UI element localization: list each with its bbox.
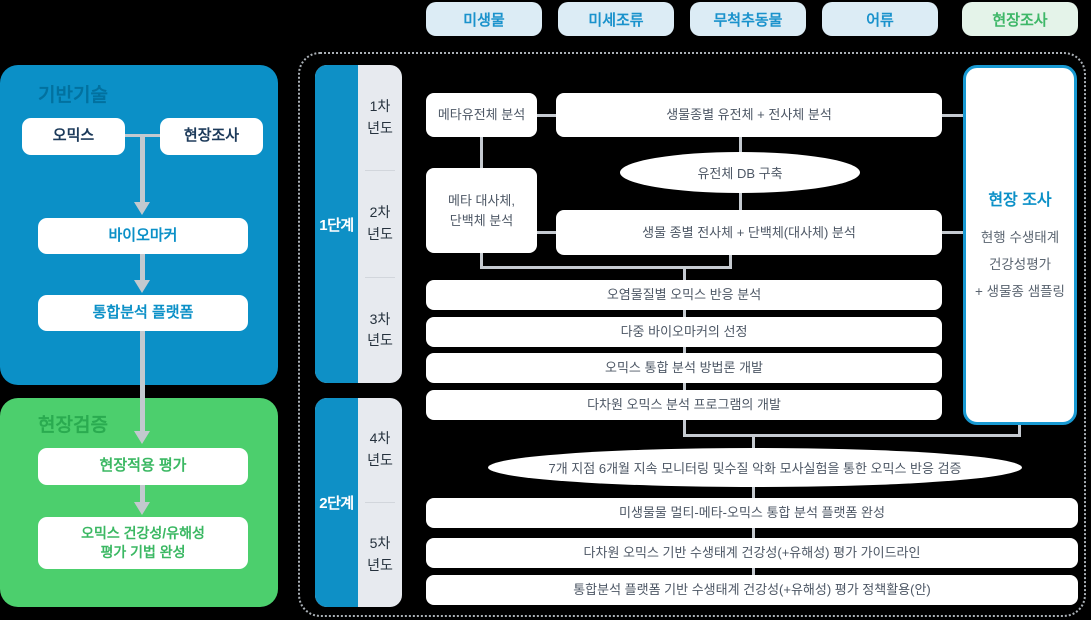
biomarker-selection-box: 다중 바이오마커의 선정: [426, 317, 942, 347]
connector: [537, 114, 556, 117]
connector: [480, 266, 732, 269]
connector: [537, 231, 556, 234]
field-survey-line1: 현행 수생태계: [980, 229, 1060, 245]
pill-microorganism: 미생물: [426, 2, 542, 36]
connector: [683, 383, 686, 390]
connector: [752, 434, 755, 450]
connector: [739, 137, 742, 152]
guideline-box: 다차원 오믹스 기반 수생태계 건강성(+유해성) 평가 가이드라인: [426, 538, 1078, 568]
field-survey-box: 현장조사: [160, 118, 263, 155]
foundation-panel-title: 기반기술: [38, 85, 108, 106]
biomarker-box: 바이오마커: [38, 218, 248, 254]
methodology-box: 오믹스 통합 분석 방법론 개발: [426, 353, 942, 383]
final-method-line1: 오믹스 건강성/유해성: [81, 525, 205, 542]
arrow-to-platform-stem: [140, 254, 145, 281]
db-build-ellipse: 유전체 DB 구축: [620, 152, 860, 193]
connector: [683, 310, 686, 317]
connector: [1018, 425, 1021, 437]
year-divider: [365, 170, 395, 172]
final-method-box: 오믹스 건강성/유해성 평가 기법 완성: [38, 517, 248, 569]
platform-complete-box: 미생물물 멀티-메타-오믹스 통합 분석 플랫폼 완성: [426, 498, 1078, 528]
field-survey-line2: 건강성평가: [988, 256, 1052, 272]
final-method-line2: 평가 기법 완성: [100, 544, 186, 560]
species-genome-box: 생물종별 유전체 + 전사체 분석: [556, 93, 942, 137]
field-survey-panel-title: 현장 조사: [988, 191, 1052, 209]
verification-ellipse: 7개 지점 6개월 지속 모니터링 및수질 악화 모사실험을 통한 오믹스 반응…: [488, 448, 1022, 487]
connector: [683, 266, 686, 280]
species-transcriptome-box: 생물 종별 전사체 + 단백체(대사체) 분석: [556, 210, 942, 255]
connector: [729, 255, 732, 269]
connector: [752, 487, 755, 498]
connector: [480, 253, 483, 269]
connector: [683, 347, 686, 353]
validation-panel-title: 현장검증: [38, 415, 108, 436]
field-survey-panel: 현장 조사 현행 수생태계 건강성평가 + 생물종 샘플링: [963, 65, 1077, 425]
meta-metabolome-box: 메타 대사체, 단백체 분석: [426, 168, 537, 253]
connector: [683, 420, 686, 437]
pill-fish: 어류: [822, 2, 938, 36]
stage-plan-container: [298, 52, 1086, 617]
connector: [942, 231, 963, 234]
arrow-to-biomarker-head: [134, 202, 150, 215]
arrow-to-apply-head: [134, 431, 150, 444]
arrow-to-final-head: [134, 502, 150, 515]
connector: [752, 567, 755, 575]
connector: [683, 434, 1020, 437]
omics-box: 오믹스: [22, 118, 125, 155]
program-dev-box: 다차원 오믹스 분석 프로그램의 개발: [426, 390, 942, 420]
stage1-label: 1단계: [315, 65, 358, 383]
stage2-label: 2단계: [315, 398, 358, 607]
meta-metabolome-line2: 단백체 분석: [449, 212, 514, 228]
meta-metabolome-line1: 메타 대사체,: [447, 193, 516, 208]
platform-box: 통합분석 플랫폼: [38, 295, 248, 331]
policy-box: 통합분석 플랫폼 기반 수생태계 건강성(+유해성) 평가 정책활용(안): [426, 575, 1078, 605]
connector: [752, 528, 755, 538]
arrow-to-apply-stem: [140, 331, 145, 432]
connector: [480, 137, 483, 168]
pill-microalgae: 미세조류: [558, 2, 674, 36]
year-divider: [365, 502, 395, 503]
pill-field-survey: 현장조사: [962, 2, 1078, 36]
arrow-to-platform-head: [134, 280, 150, 293]
arrow-to-biomarker-stem: [140, 134, 145, 204]
pollutant-response-box: 오염물질별 오믹스 반응 분석: [426, 280, 942, 310]
meta-genome-box: 메타유전체 분석: [426, 93, 537, 137]
year-divider: [365, 276, 395, 278]
field-apply-box: 현장적용 평가: [38, 448, 248, 485]
field-survey-line3: + 생물종 샘플링: [975, 283, 1065, 299]
connector: [739, 193, 742, 210]
arrow-to-final-stem: [140, 485, 145, 503]
connector: [942, 114, 963, 117]
pill-invertebrate: 무척추동물: [690, 2, 806, 36]
